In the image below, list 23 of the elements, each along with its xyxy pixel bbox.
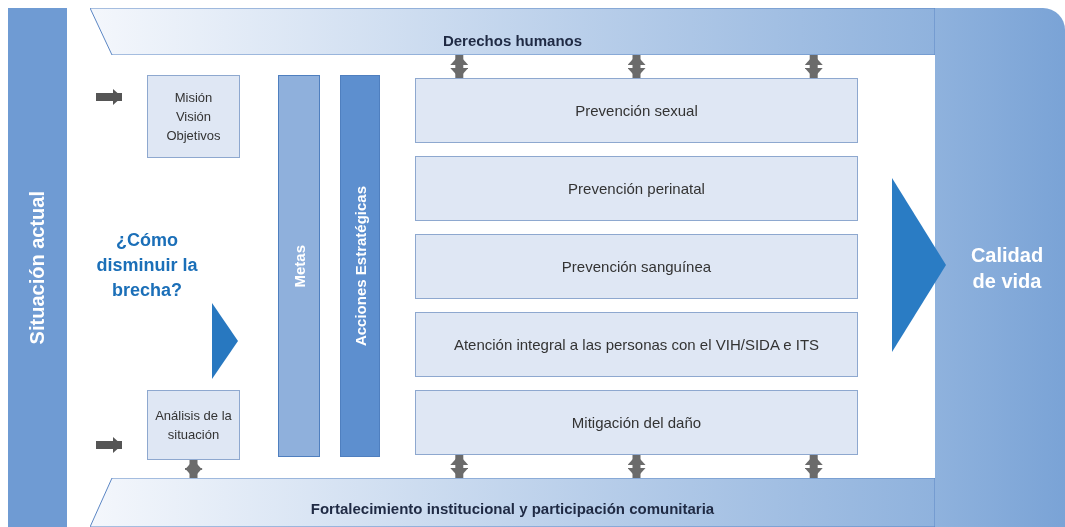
double-arrow — [804, 455, 823, 478]
vertical-bar: Metas — [278, 75, 320, 457]
side-band: Situación actual — [8, 8, 67, 527]
text-box: Análisis de la situación — [147, 390, 240, 460]
question-text: ¿Cómo disminuir la brecha? — [88, 225, 206, 305]
process-box: Atención integral a las personas con el VIH/SIDA e ITS — [415, 312, 858, 377]
process-box: Prevención sexual — [415, 78, 858, 143]
process-box: Prevención perinatal — [415, 156, 858, 221]
direction-arrow — [892, 178, 946, 352]
double-arrow — [450, 55, 469, 78]
bottom-band: Fortalecimiento institucional y participación comunitaria — [90, 478, 935, 527]
double-arrow — [804, 55, 823, 78]
direction-arrow — [212, 303, 238, 379]
double-arrow — [627, 55, 646, 78]
top-band: Derechos humanos — [90, 8, 935, 55]
process-box: Prevención sanguínea — [415, 234, 858, 299]
outcome-band: Calidad de vida — [935, 8, 1065, 527]
double-arrow — [184, 460, 203, 478]
process-box: Mitigación del daño — [415, 390, 858, 455]
double-arrow — [450, 455, 469, 478]
double-arrow — [627, 455, 646, 478]
vertical-bar: Acciones Estratégicas — [340, 75, 380, 457]
text-box: Misión Visión Objetivos — [147, 75, 240, 158]
